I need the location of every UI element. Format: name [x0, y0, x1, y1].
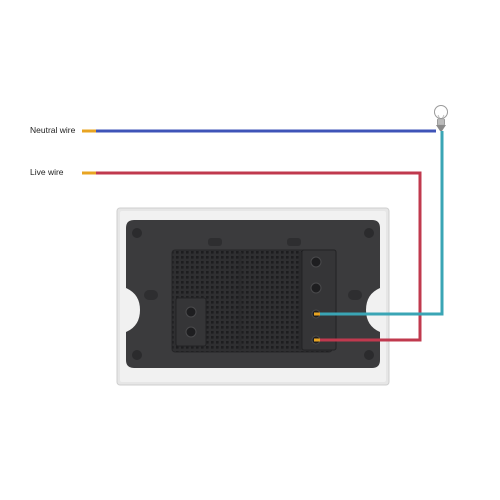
screw-hole [132, 350, 142, 360]
load-wire [314, 131, 444, 316]
screw-hole [364, 350, 374, 360]
light-bulb-icon [434, 105, 448, 131]
terminal-screw [310, 256, 322, 268]
live-wire-label: Live wire [30, 167, 64, 177]
screw-hole [364, 228, 374, 238]
terminal-screw [310, 282, 322, 294]
live-wire [82, 171, 422, 342]
screw-hole [132, 228, 142, 238]
mounting-slot [348, 290, 362, 300]
terminal-screw [185, 326, 197, 338]
switch-panel [116, 207, 390, 386]
neutral-wire-label: Neutral wire [30, 125, 76, 135]
top-tab [208, 238, 222, 246]
mounting-slot [144, 290, 158, 300]
right-terminal-block [301, 249, 337, 351]
terminal-screw [185, 306, 197, 318]
left-terminal-block [175, 297, 207, 347]
top-tab [287, 238, 301, 246]
